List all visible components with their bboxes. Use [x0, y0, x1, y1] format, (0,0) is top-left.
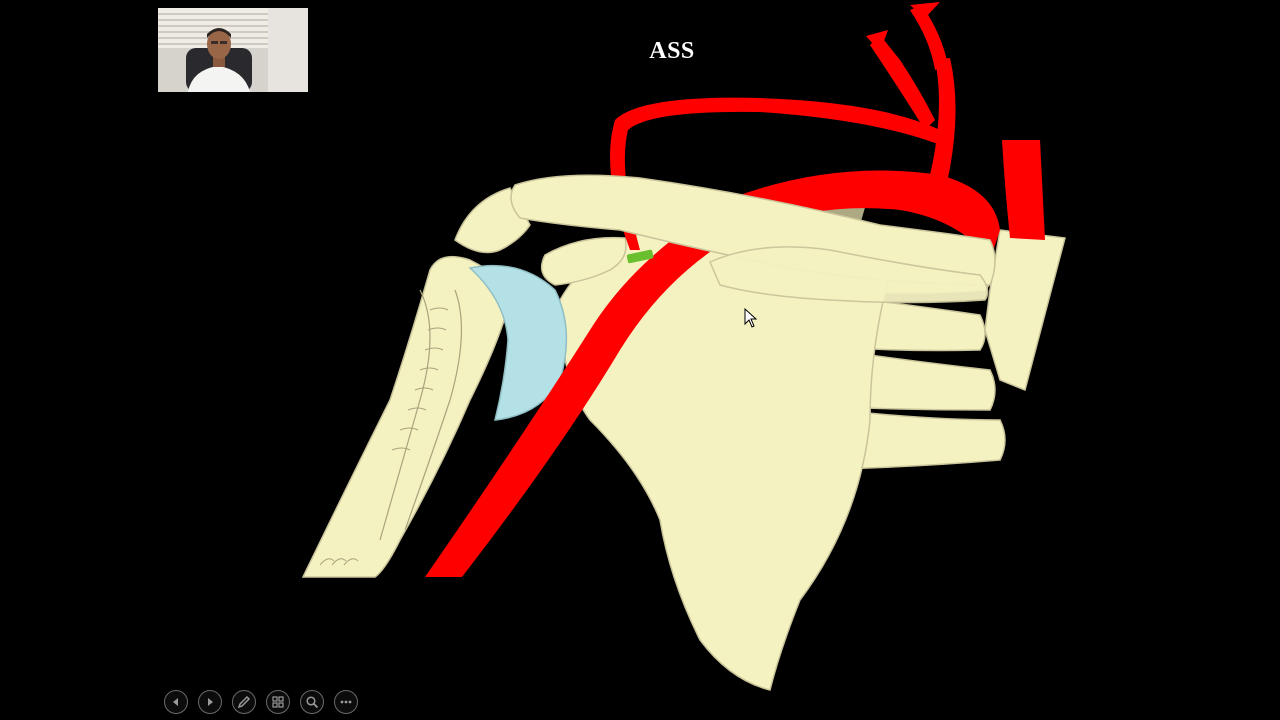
inferior-thyroid-branch — [870, 35, 935, 130]
see-all-slides-button[interactable] — [266, 690, 290, 714]
presenter-video-icon — [158, 8, 308, 92]
ascending-cervical-branch — [910, 5, 948, 70]
glenoid-cartilage — [468, 264, 568, 421]
presenter-webcam — [158, 8, 308, 92]
thyrocervical-trunk — [930, 58, 956, 178]
rib-1 — [709, 246, 989, 304]
slides-grid-icon — [272, 696, 284, 708]
sternum — [984, 229, 1066, 392]
arrow-left-icon — [173, 698, 178, 706]
axillary-artery — [425, 170, 1000, 577]
branch-tip-2 — [866, 30, 888, 52]
mouse-cursor-icon — [744, 308, 758, 328]
suprascapular-artery — [610, 97, 948, 250]
slide-title: ASS — [649, 38, 695, 64]
humerus-groove — [379, 289, 431, 541]
vertebral-stub — [1002, 140, 1045, 240]
humerus-texture — [319, 307, 449, 566]
pen-tool-button[interactable] — [232, 690, 256, 714]
arrow-right-icon — [208, 698, 213, 706]
more-options-button[interactable] — [334, 690, 358, 714]
next-slide-button[interactable] — [198, 690, 222, 714]
branch-tip — [910, 2, 940, 18]
ligation-marker — [626, 249, 654, 264]
pen-icon — [237, 695, 251, 709]
magnifier-icon — [306, 696, 319, 709]
zoom-button[interactable] — [300, 690, 324, 714]
presentation-toolbar — [164, 689, 358, 715]
previous-slide-button[interactable] — [164, 690, 188, 714]
clavicle — [510, 174, 996, 286]
coracoid-process — [540, 236, 627, 286]
ellipsis-icon — [340, 700, 352, 704]
humerus-groove-2 — [404, 289, 463, 531]
